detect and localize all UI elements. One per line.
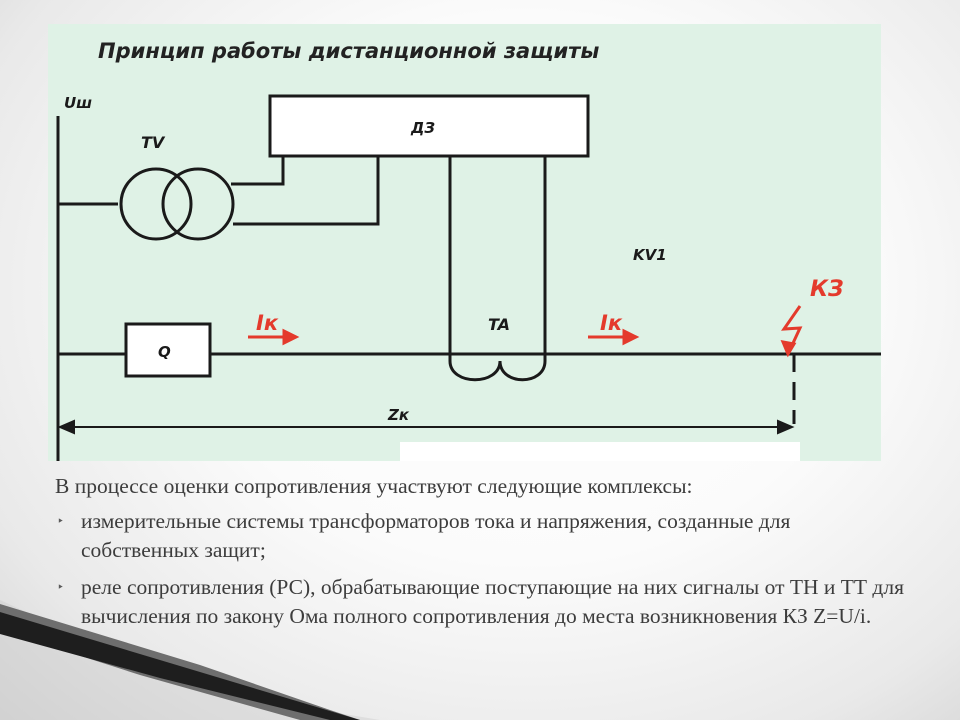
current-transformer-coil xyxy=(448,360,547,382)
current-arrow-left-head xyxy=(282,328,300,346)
fault-lightning-tip-icon xyxy=(780,340,797,358)
distance-protection-diagram: Принцип работы дистанционной защиты xyxy=(48,24,881,461)
bus-voltage-label: Uш xyxy=(64,94,92,112)
impedance-label: Zк xyxy=(387,406,410,424)
tv-label: TV xyxy=(141,133,166,152)
relay-label: KV1 xyxy=(633,246,667,264)
breaker-label: Q xyxy=(158,343,171,361)
list-item: ‣ реле сопротивления (РС), обрабатывающи… xyxy=(55,573,905,631)
bullet-arrow-icon: ‣ xyxy=(57,514,65,528)
bullet-text: реле сопротивления (РС), обрабатывающие … xyxy=(81,575,904,628)
fault-label: КЗ xyxy=(810,277,844,302)
impedance-arrow-right xyxy=(777,419,795,435)
intro-text: В процессе оценки сопротивления участвую… xyxy=(55,474,693,498)
tv-coil-left xyxy=(119,167,193,241)
ta-label: TA xyxy=(488,315,510,334)
bullet-list: ‣ измерительные системы трансформаторов … xyxy=(55,507,905,631)
bullet-text: измерительные системы трансформаторов то… xyxy=(81,509,791,562)
protection-label: ДЗ xyxy=(410,119,435,137)
impedance-arrow-left xyxy=(57,419,75,435)
current-label-left: Iк xyxy=(256,311,279,335)
tv-wire-top xyxy=(231,154,285,186)
protection-box xyxy=(268,94,590,158)
breaker-box xyxy=(124,322,212,378)
current-arrow-right-head xyxy=(622,328,640,346)
white-strip xyxy=(400,442,800,461)
text-block: В процессе оценки сопротивления участвую… xyxy=(55,472,905,639)
tv-coil-right xyxy=(161,167,235,241)
current-label-right: Iк xyxy=(600,311,623,335)
list-item: ‣ измерительные системы трансформаторов … xyxy=(55,507,905,565)
diagram-background xyxy=(48,24,881,461)
fault-lightning-icon xyxy=(780,305,803,355)
bullet-arrow-icon: ‣ xyxy=(57,580,65,594)
tv-wire-bottom xyxy=(233,154,380,226)
diagram-title: Принцип работы дистанционной защиты xyxy=(98,39,599,63)
